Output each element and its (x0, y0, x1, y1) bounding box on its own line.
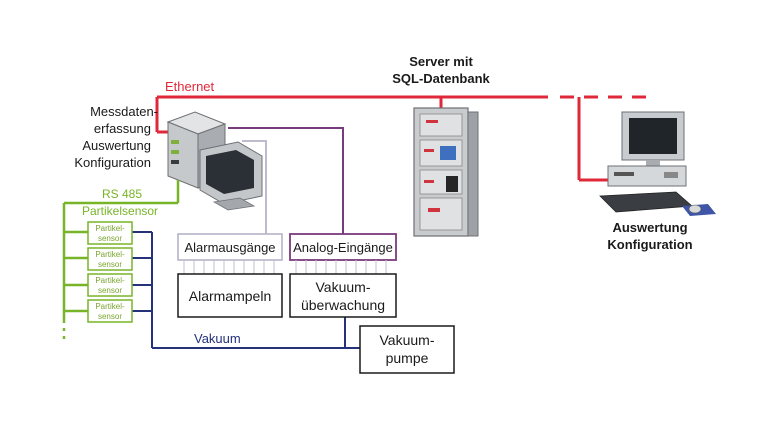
vakuum-ueberwachung-label-line1: Vakuum- (316, 279, 371, 295)
alarmampeln-label: Alarmampeln (189, 288, 271, 304)
messdaten-label-line4: Konfiguration (74, 155, 151, 170)
partikel-sensor-3: Partikel- sensor (87, 273, 133, 297)
measurement-pc-icon (166, 111, 263, 211)
server-label-line1: Server mit (409, 54, 473, 69)
client-label-line2: Konfiguration (607, 237, 692, 252)
sensor-1-label-line1: Partikel- (95, 224, 125, 233)
partikelsensor-bus-label: Partikelsensor (82, 204, 158, 218)
sensor-4-label-line1: Partikel- (95, 302, 125, 311)
alarmampeln-box: Alarmampeln (177, 273, 283, 318)
vakuum-ueberwachung-box: Vakuum- überwachung (289, 273, 397, 318)
analog-eingaenge-module: Analog-Eingänge (289, 233, 397, 274)
sensor-3-label-line2: sensor (98, 286, 122, 295)
alarm-signal-line (242, 140, 267, 234)
alarmausgaenge-label: Alarmausgänge (184, 240, 275, 255)
vakuum-label: Vakuum (194, 331, 241, 346)
sensor-1-label-line2: sensor (98, 234, 122, 243)
messdaten-label-line2: erfassung (94, 121, 151, 136)
vakuumpumpe-label-line1: Vakuum- (380, 332, 435, 348)
vakuumpumpe-box: Vakuum- pumpe (359, 325, 455, 374)
alarmausgaenge-module: Alarmausgänge (177, 233, 283, 274)
vakuumpumpe-label-line2: pumpe (386, 350, 429, 366)
server-label-line2: SQL-Datenbank (392, 71, 490, 86)
vakuum-line (132, 231, 360, 349)
partikel-sensor-1: Partikel- sensor (87, 221, 133, 245)
sensor-2-label-line1: Partikel- (95, 250, 125, 259)
messdaten-label-line3: Auswertung (82, 138, 151, 153)
sensor-2-label-line2: sensor (98, 260, 122, 269)
client-workstation-icon (599, 111, 716, 216)
sensor-4-label-line2: sensor (98, 312, 122, 321)
server-rack-icon (413, 107, 479, 237)
analog-eingaenge-label: Analog-Eingänge (293, 240, 393, 255)
vakuum-ueberwachung-label-line2: überwachung (301, 297, 385, 313)
rs485-bus (62, 180, 180, 340)
rs485-label: RS 485 (102, 187, 142, 201)
messdaten-label-line1: Messdaten- (90, 104, 158, 119)
partikel-sensor-2: Partikel- sensor (87, 247, 133, 271)
ethernet-label: Ethernet (165, 79, 215, 94)
partikel-sensor-4: Partikel- sensor (87, 299, 133, 323)
analog-signal-line (228, 127, 344, 234)
sensor-3-label-line1: Partikel- (95, 276, 125, 285)
client-label-line1: Auswertung (612, 220, 687, 235)
ethernet-network: Ethernet (155, 79, 650, 182)
